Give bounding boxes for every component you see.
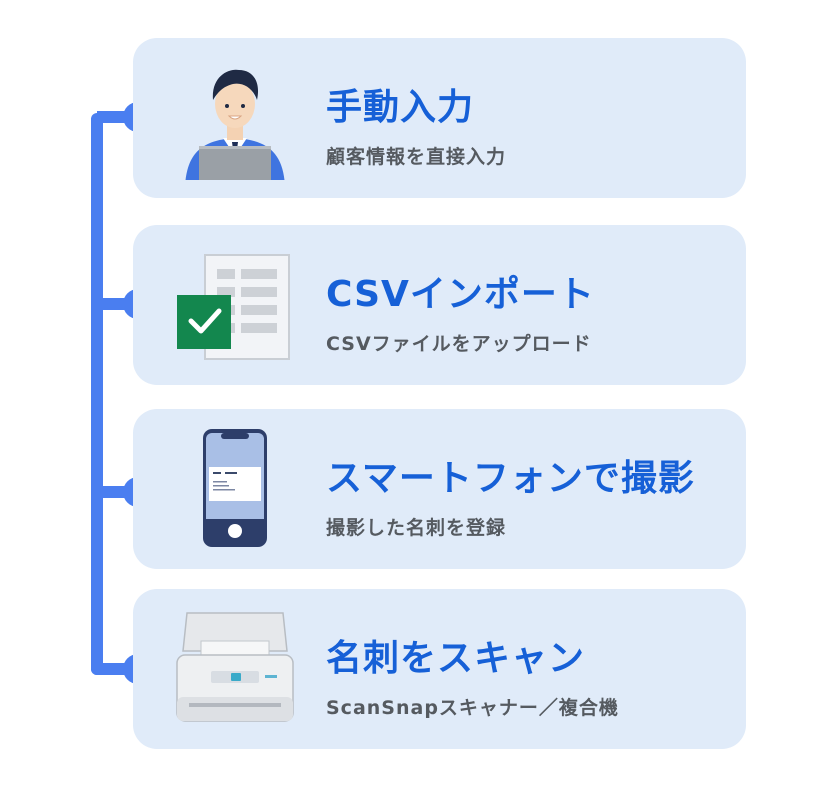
- connector-rail: [91, 113, 103, 675]
- step-card-scan: 名刺をスキャン ScanSnapスキャナー／複合機: [133, 589, 746, 749]
- step-title: スマートフォンで撮影: [326, 458, 695, 499]
- step-title: 名刺をスキャン: [326, 638, 586, 679]
- person-laptop-icon: [185, 69, 285, 180]
- step-title: 手動入力: [326, 87, 475, 128]
- smartphone-card-icon: [203, 429, 267, 547]
- step-card-manual-input: 手動入力 顧客情報を直接入力: [133, 38, 746, 198]
- scanner-icon: [176, 612, 294, 722]
- step-card-csv-import: CSVインポート CSVファイルをアップロード: [133, 225, 746, 385]
- step-subtitle: 顧客情報を直接入力: [326, 146, 507, 168]
- step-subtitle: 撮影した名刺を登録: [326, 517, 507, 539]
- step-title: CSVインポート: [326, 274, 595, 315]
- step-subtitle: ScanSnapスキャナー／複合機: [326, 697, 619, 719]
- step-subtitle: CSVファイルをアップロード: [326, 333, 592, 355]
- step-card-smartphone-capture: スマートフォンで撮影 撮影した名刺を登録: [133, 409, 746, 569]
- csv-checklist-icon: [177, 254, 290, 360]
